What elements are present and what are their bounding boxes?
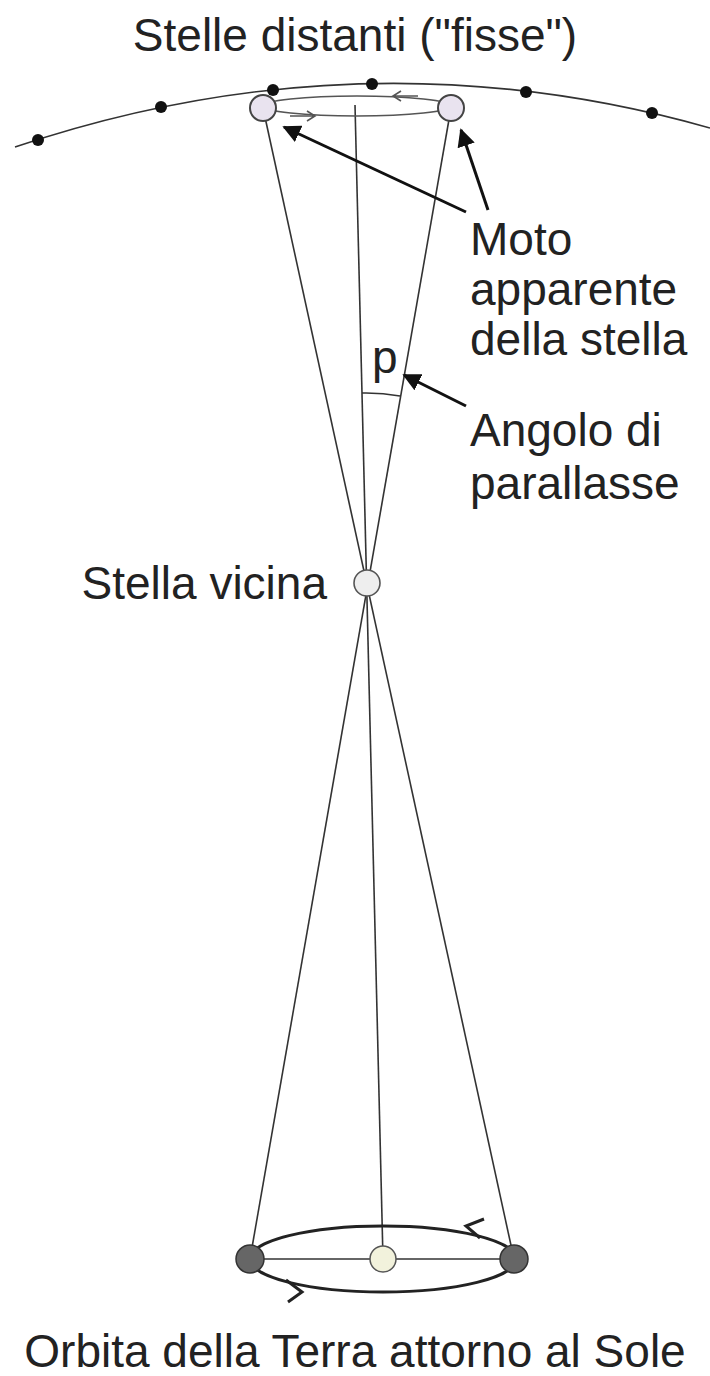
callout-label: Moto apparente della stella [470, 214, 706, 364]
fixed-star [520, 86, 532, 98]
sight-line [355, 105, 383, 1259]
star-node: Stella vicina [81, 560, 382, 606]
earth-position [500, 1245, 528, 1273]
sun [370, 1246, 396, 1272]
star-symbol [352, 568, 382, 598]
callout-arrow [461, 130, 488, 210]
title: Stelle distanti ("fisse") [0, 12, 710, 58]
apparent-motion-ellipse [263, 96, 451, 116]
apparent-star [250, 95, 276, 121]
angle-arc [362, 393, 400, 396]
near-star [354, 570, 380, 596]
fixed-star [366, 78, 378, 90]
fixed-stars [32, 78, 658, 146]
fixed-star [155, 101, 167, 113]
caption: Orbita della Terra attorno al Sole [0, 1328, 710, 1374]
star-label: Stella vicina [81, 560, 327, 606]
fixed-star [646, 107, 658, 119]
callout-arrow [404, 375, 466, 406]
angle-symbol: p [372, 334, 406, 380]
motion-arrow [393, 91, 418, 101]
callout-label: Angolo di parallasse [470, 404, 706, 510]
fixed-star [267, 84, 279, 96]
orbit-arrow [466, 1219, 484, 1238]
earth-position [236, 1245, 264, 1273]
sight-line [250, 108, 451, 1259]
fixed-star [32, 134, 44, 146]
motion-arrow [290, 111, 315, 121]
callout-arrow [284, 127, 466, 212]
apparent-star [438, 95, 464, 121]
orbit-arrow [286, 1280, 302, 1302]
star-sphere-arc [15, 83, 710, 147]
